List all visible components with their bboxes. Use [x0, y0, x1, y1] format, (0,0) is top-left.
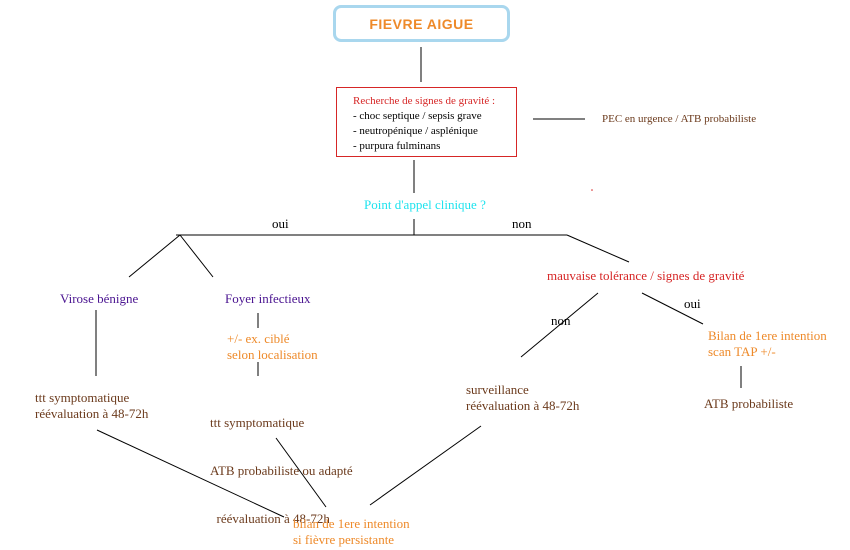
ttt-foyer-line: ttt symptomatique — [210, 415, 305, 430]
atb-probabiliste-node: ATB probabiliste — [704, 396, 794, 411]
gravity-item: - neutropénique / asplénique — [353, 125, 478, 137]
bilan-bottom-line: bilan de 1ere intention — [293, 516, 410, 531]
edge-mauvaise-non — [520, 292, 599, 358]
edge-virose-bilan — [96, 429, 285, 518]
ttt-foyer-node: ttt symptomatique ATB probabiliste ou ad… — [210, 383, 353, 543]
label-oui-left: oui — [272, 216, 289, 231]
ex-cible-line: +/- ex. ciblé — [227, 331, 290, 346]
ex-cible-line: selon localisation — [227, 347, 318, 362]
gravity-item: - purpura fulminans — [353, 140, 441, 152]
point-appel-node: Point d'appel clinique ? — [364, 197, 486, 212]
mauvaise-tolerance-node: mauvaise tolérance / signes de gravité — [547, 268, 745, 283]
edge-surveillance-bilan — [369, 425, 482, 506]
edge-to-mauvaise — [566, 234, 630, 263]
foyer-node: Foyer infectieux — [225, 291, 311, 306]
gravity-box: Recherche de signes de gravité : - choc … — [336, 87, 517, 157]
bilan-right-line: Bilan de 1ere intention — [708, 328, 827, 343]
ttt-foyer-line: ATB probabiliste ou adapté — [210, 463, 353, 478]
ttt-virose-line: réévaluation à 48-72h — [35, 406, 149, 421]
bilan-bottom-line: si fièvre persistante — [293, 532, 395, 547]
ex-cible-node: +/- ex. ciblé selon localisation — [227, 331, 318, 363]
ttt-virose-line: ttt symptomatique — [35, 390, 130, 405]
bilan-right-line: scan TAP +/- — [708, 344, 776, 359]
surveillance-node: surveillance réévaluation à 48-72h — [466, 382, 579, 414]
title-text: FIEVRE AIGUE — [369, 15, 474, 32]
edge-to-foyer — [179, 234, 214, 278]
label-non-mid: non — [551, 313, 571, 328]
label-oui-right: oui — [684, 296, 701, 311]
pec-node: PEC en urgence / ATB probabiliste — [602, 113, 757, 125]
gravity-heading: Recherche de signes de gravité : — [353, 95, 496, 107]
virose-node: Virose bénigne — [60, 291, 139, 306]
bilan-bottom-node: bilan de 1ere intention si fièvre persis… — [293, 516, 410, 548]
surveillance-line: surveillance — [466, 382, 529, 397]
edge-to-virose — [128, 234, 181, 278]
edge-foyer-bilan — [275, 437, 327, 508]
surveillance-line: réévaluation à 48-72h — [466, 398, 580, 413]
ttt-virose-node: ttt symptomatique réévaluation à 48-72h — [35, 390, 148, 422]
title-box: FIEVRE AIGUE — [333, 5, 510, 42]
red-dot — [591, 189, 593, 191]
gravity-item: - choc septique / sepsis grave — [353, 110, 482, 122]
bilan-right-node: Bilan de 1ere intention scan TAP +/- — [708, 328, 827, 360]
edge-mauvaise-oui — [641, 292, 704, 325]
label-non-right: non — [512, 216, 532, 231]
ttt-foyer-line: réévaluation à 48-72h — [210, 511, 330, 526]
